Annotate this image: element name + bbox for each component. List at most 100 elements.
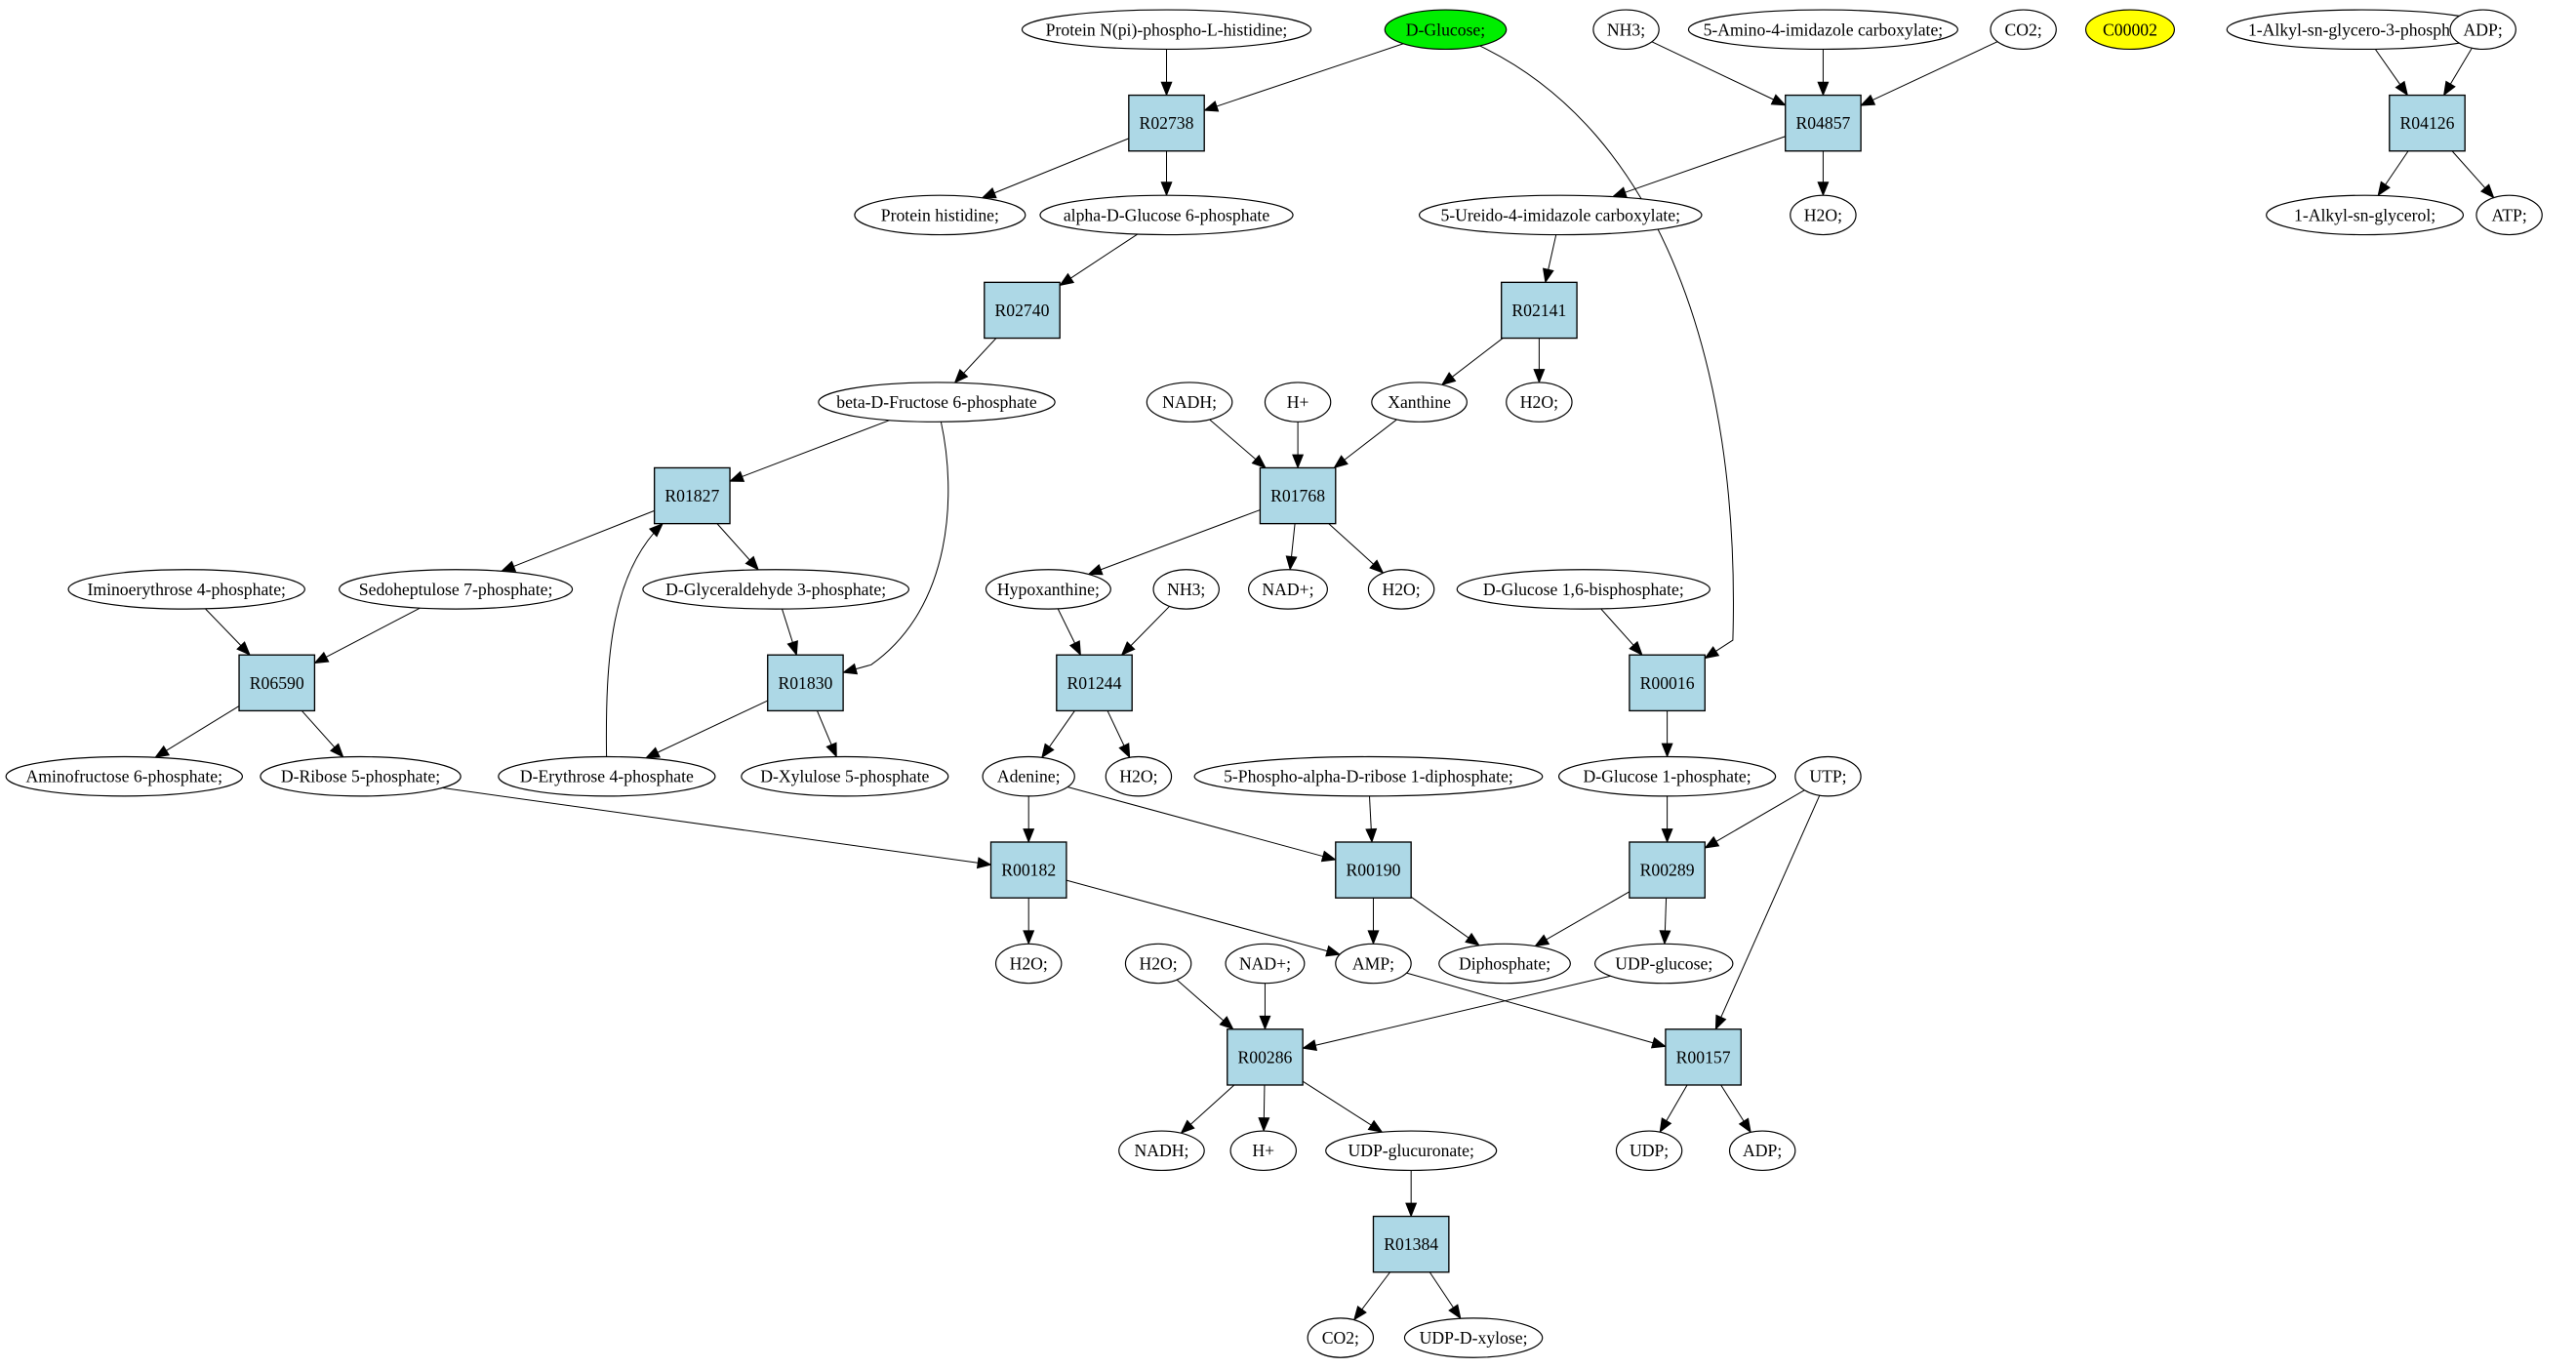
node-label: UTP; — [1809, 767, 1846, 786]
node-label: R06590 — [250, 673, 304, 693]
edge-r_R00157-to-c_adp_b — [1720, 1084, 1745, 1122]
compound-node-c_h2o_a[interactable]: H2O; — [1790, 194, 1857, 236]
edge-c_dglucose-to-r_R00016 — [1479, 45, 1734, 652]
reaction-node-r_R01384[interactable]: R01384 — [1372, 1215, 1450, 1273]
compound-node-c_amp[interactable]: AMP; — [1335, 943, 1412, 985]
compound-node-c_hypoxanthine[interactable]: Hypoxanthine; — [985, 569, 1111, 610]
reaction-node-r_R04126[interactable]: R04126 — [2389, 94, 2466, 152]
reaction-node-r_R01768[interactable]: R01768 — [1259, 466, 1337, 525]
reaction-node-r_R01244[interactable]: R01244 — [1056, 654, 1133, 712]
compound-node-c_nadplus_b[interactable]: NAD+; — [1225, 943, 1306, 985]
reaction-node-r_R01827[interactable]: R01827 — [653, 466, 731, 525]
compound-node-c_adp_a[interactable]: ADP; — [2449, 9, 2516, 51]
reaction-node-r_R00157[interactable]: R00157 — [1665, 1028, 1742, 1086]
compound-node-c_utp[interactable]: UTP; — [1794, 755, 1862, 797]
compound-node-c_co2_b[interactable]: CO2; — [1307, 1317, 1375, 1358]
compound-node-c_alkylglycerol[interactable]: 1-Alkyl-sn-glycerol; — [2266, 194, 2465, 236]
reaction-node-r_R00289[interactable]: R00289 — [1629, 841, 1706, 899]
arrowhead-icon — [1659, 1117, 1672, 1134]
compound-node-c_h2o_f[interactable]: H2O; — [1124, 943, 1192, 985]
compound-node-c_atp[interactable]: ATP; — [2475, 194, 2543, 236]
edge-r_R01830-to-c_ery4p — [657, 700, 768, 753]
compound-ellipse — [260, 755, 462, 797]
compound-node-c_gap[interactable]: D-Glyceraldehyde 3-phosphate; — [642, 569, 909, 610]
compound-node-c_glc16bp[interactable]: D-Glucose 1,6-bisphosphate; — [1456, 569, 1711, 610]
edge-c_sedo7p-to-r_R06590 — [326, 607, 421, 658]
compound-ellipse — [1367, 569, 1435, 610]
arrowhead-icon — [1367, 930, 1380, 946]
compound-node-c_diphosphate[interactable]: Diphosphate; — [1438, 943, 1571, 985]
reaction-node-r_R00016[interactable]: R00016 — [1629, 654, 1706, 712]
compound-node-c_xyl5p[interactable]: D-Xylulose 5-phosphate — [741, 755, 949, 797]
arrowhead-icon — [1738, 1117, 1751, 1134]
compound-node-c_iminoery4p[interactable]: Iminoerythrose 4-phosphate; — [67, 569, 305, 610]
arrowhead-icon — [1704, 835, 1720, 849]
compound-node-c_c00002[interactable]: C00002 — [2084, 9, 2176, 51]
reaction-node-r_R02141[interactable]: R02141 — [1501, 281, 1578, 340]
compound-node-c_nadh_b[interactable]: NADH; — [1118, 1130, 1205, 1172]
compound-node-c_alkylglycero3p[interactable]: 1-Alkyl-sn-glycero-3-phosphate; — [2226, 9, 2497, 51]
compound-node-c_nadh_a[interactable]: NADH; — [1146, 382, 1233, 423]
reaction-node-r_R00286[interactable]: R00286 — [1227, 1028, 1304, 1086]
reaction-box — [1501, 281, 1578, 340]
compound-node-c_nh3_b[interactable]: NH3; — [1152, 569, 1220, 610]
compound-node-c_xanthine[interactable]: Xanthine — [1371, 382, 1468, 423]
edge-c_5ureido-to-r_R02141 — [1548, 234, 1557, 270]
reaction-node-r_R01830[interactable]: R01830 — [767, 654, 844, 712]
compound-node-c_bfru6p[interactable]: beta-D-Fructose 6-phosphate — [818, 382, 1056, 423]
compound-node-c_hplus_a[interactable]: H+ — [1264, 382, 1332, 423]
compound-node-c_udpxyl[interactable]: UDP-D-xylose; — [1403, 1317, 1544, 1358]
arrowhead-icon — [1405, 1202, 1418, 1218]
compound-node-c_nadplus_a[interactable]: NAD+; — [1248, 569, 1328, 610]
compound-node-c_sedo7p[interactable]: Sedoheptulose 7-phosphate; — [339, 569, 574, 610]
compound-node-c_prpp[interactable]: 5-Phospho-alpha-D-ribose 1-diphosphate; — [1193, 755, 1544, 797]
reaction-box — [1372, 1215, 1450, 1273]
reaction-box — [1629, 841, 1706, 899]
reaction-node-r_R00182[interactable]: R00182 — [989, 841, 1067, 899]
arrowhead-icon — [1661, 743, 1673, 758]
edge-c_bfru6p-to-r_R01830 — [855, 422, 949, 670]
compound-node-c_h2o_d[interactable]: H2O; — [1105, 755, 1173, 797]
reaction-box — [653, 466, 731, 525]
compound-node-c_hplus_b[interactable]: H+ — [1229, 1130, 1298, 1172]
compound-node-c_rib5p[interactable]: D-Ribose 5-phosphate; — [260, 755, 462, 797]
node-label: NADH; — [1135, 1141, 1189, 1160]
compound-node-c_h2o_e[interactable]: H2O; — [994, 943, 1063, 985]
compound-node-c_protein_nphospho[interactable]: Protein N(pi)-phospho-L-histidine; — [1021, 9, 1312, 51]
node-label: Xanthine — [1388, 392, 1451, 412]
arrowhead-icon — [1353, 1305, 1367, 1321]
compound-node-c_dglucose[interactable]: D-Glucose; — [1384, 9, 1508, 51]
reaction-node-r_R06590[interactable]: R06590 — [238, 654, 316, 712]
compound-node-c_adenine[interactable]: Adenine; — [982, 755, 1075, 797]
compound-ellipse — [1335, 943, 1412, 985]
reaction-box — [2389, 94, 2466, 152]
compound-node-c_h2o_b[interactable]: H2O; — [1506, 382, 1573, 423]
compound-node-c_protein_his[interactable]: Protein histidine; — [854, 194, 1026, 236]
arrowhead-icon — [1448, 1304, 1462, 1320]
compound-node-c_glc1p[interactable]: D-Glucose 1-phosphate; — [1557, 755, 1777, 797]
arrowhead-icon — [1023, 828, 1035, 844]
edge-c_amp-to-r_R00157 — [1406, 972, 1654, 1044]
reaction-node-r_R00190[interactable]: R00190 — [1335, 841, 1412, 899]
compound-node-c_udp[interactable]: UDP; — [1615, 1130, 1683, 1172]
compound-node-c_h2o_c[interactable]: H2O; — [1367, 569, 1435, 610]
compound-node-c_udpglcA[interactable]: UDP-glucuronate; — [1325, 1130, 1498, 1172]
compound-node-c_5ureido[interactable]: 5-Ureido-4-imidazole carboxylate; — [1418, 194, 1703, 236]
edge-r_R04126-to-c_alkylglycerol — [2385, 150, 2409, 185]
reaction-node-r_R04857[interactable]: R04857 — [1785, 94, 1862, 152]
compound-node-c_nh3_a[interactable]: NH3; — [1592, 9, 1660, 51]
compound-node-c_aglc6p[interactable]: alpha-D-Glucose 6-phosphate — [1039, 194, 1294, 236]
compound-node-c_aminofru6p[interactable]: Aminofructose 6-phosphate; — [5, 755, 243, 797]
reaction-node-r_R02738[interactable]: R02738 — [1128, 94, 1205, 152]
arrowhead-icon — [1325, 945, 1342, 957]
reaction-node-r_R02740[interactable]: R02740 — [984, 281, 1061, 340]
compound-node-c_5amino[interactable]: 5-Amino-4-imidazole carboxylate; — [1687, 9, 1958, 51]
compound-node-c_co2_a[interactable]: CO2; — [1990, 9, 2057, 51]
compound-node-c_adp_b[interactable]: ADP; — [1728, 1130, 1796, 1172]
compound-ellipse — [5, 755, 243, 797]
compound-node-c_udpglc[interactable]: UDP-glucose; — [1593, 943, 1734, 985]
edge-r_R01768-to-c_nadplus_a — [1291, 523, 1296, 557]
node-label: R00182 — [1001, 861, 1056, 880]
compound-ellipse — [1039, 194, 1294, 236]
compound-node-c_ery4p[interactable]: D-Erythrose 4-phosphate — [498, 755, 716, 797]
